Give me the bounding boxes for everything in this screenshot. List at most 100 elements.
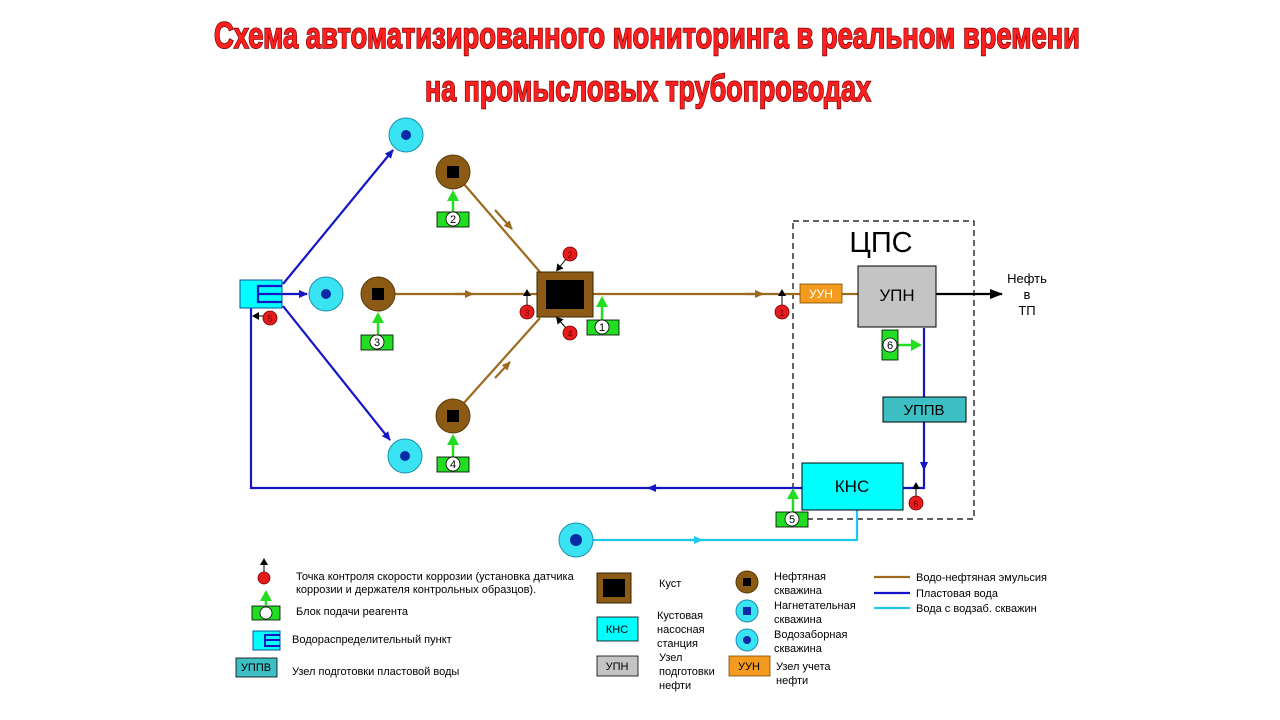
legend-reagent-block-text: Блок подачи реагента <box>296 606 409 618</box>
oil-output-label-3: ТП <box>1018 303 1035 318</box>
legend-cluster-icon <box>596 572 632 604</box>
legend-upn-label: УПН <box>606 661 629 673</box>
formation-water-lines <box>249 149 928 492</box>
legend-kns-label: КНС <box>606 624 628 636</box>
legend-uun-icon <box>728 655 771 677</box>
legend-line-emulsion-text: Водо-нефтяная эмульсия <box>916 572 1047 584</box>
legend-reagent-block-icon <box>251 590 281 621</box>
oil-output-label-1: Нефть <box>1007 271 1047 286</box>
svg-text:2: 2 <box>567 250 572 260</box>
emulsion-line-top-well <box>462 182 541 273</box>
reagent-block-4-number: 4 <box>450 459 456 471</box>
legend-injection-well-text-2: скважина <box>774 614 823 626</box>
legend-line-formation-water-text: Пластовая вода <box>916 588 999 600</box>
legend-intake-well-text-1: Водозаборная <box>774 629 848 641</box>
legend-corrosion-point-text-1: Точка контроля скорости коррозии (устано… <box>296 571 575 583</box>
injection-well-top <box>388 117 424 153</box>
uppv-box <box>882 396 967 423</box>
reagent-arrows <box>372 190 922 512</box>
legend-intake-well-icon <box>735 628 759 652</box>
water-line-to-injection-bottom <box>282 305 391 441</box>
intake-water-lines <box>593 510 859 544</box>
legend-kns-text-2: насосная <box>657 624 705 636</box>
oil-output-label-2: в <box>1024 287 1031 302</box>
corrosion-point-2: 2 <box>556 246 578 272</box>
uun-label: УУН <box>809 287 833 301</box>
legend-intake-well-text-2: скважина <box>774 643 823 655</box>
title-line-1: Схема автоматизированного мониторинга в … <box>214 15 1080 56</box>
corrosion-point-1: 1 <box>774 289 790 320</box>
reagent-block-5: 5 <box>775 511 809 528</box>
legend-kns-text-3: станция <box>657 638 698 650</box>
legend-corrosion-point-text-2: коррозии и держателя контрольных образцо… <box>296 584 536 596</box>
legend: Точка контроля скорости коррозии (устано… <box>235 558 1047 692</box>
svg-text:3: 3 <box>524 308 529 318</box>
water-line-to-injection-top <box>282 149 394 285</box>
uun-box <box>799 283 843 304</box>
reagent-block-3: 3 <box>360 334 394 351</box>
intake-well <box>558 522 594 558</box>
legend-upn-text-2: подготовки <box>659 666 715 678</box>
oil-well-bottom <box>435 398 471 434</box>
legend-oil-well-text-2: скважина <box>774 585 823 597</box>
upn-label: УПН <box>879 286 914 305</box>
corrosion-point-4: 4 <box>556 316 578 341</box>
legend-upn-text-3: нефти <box>659 680 691 692</box>
legend-water-distribution-icon <box>252 630 281 651</box>
cps-label: ЦПС <box>849 227 912 259</box>
legend-uun-text-2: нефти <box>776 675 808 687</box>
uppv-label: УППВ <box>903 402 944 419</box>
oil-well-middle <box>360 276 396 312</box>
injection-well-middle <box>308 276 344 312</box>
upn-box <box>857 265 937 328</box>
legend-uun-label: УУН <box>738 661 760 673</box>
legend-cluster-text: Куст <box>659 578 681 590</box>
reagent-block-6: 6 <box>881 329 899 361</box>
legend-uppv-icon <box>235 657 278 678</box>
legend-oil-well-icon <box>735 570 759 594</box>
legend-injection-well-icon <box>735 599 759 623</box>
corrosion-point-5: 5 <box>252 310 278 326</box>
svg-text:1: 1 <box>779 308 784 318</box>
reagent-block-1-number: 1 <box>599 322 605 334</box>
svg-text:6: 6 <box>913 499 918 509</box>
svg-text:5: 5 <box>267 314 272 324</box>
svg-text:4: 4 <box>567 329 572 339</box>
legend-injection-well-text-1: Нагнетательная <box>774 600 856 612</box>
emulsion-arrow-bottom <box>494 361 511 379</box>
legend-upn-icon <box>596 655 639 677</box>
legend-uun-text-1: Узел учета <box>776 661 831 673</box>
legend-corrosion-point-icon <box>257 558 271 585</box>
water-line-kns-return <box>903 470 926 490</box>
emulsion-line-bottom-well <box>462 317 541 405</box>
cps-boundary <box>792 220 975 520</box>
corrosion-point-6: 6 <box>908 482 924 511</box>
oil-well-top <box>435 154 471 190</box>
legend-water-distribution-text: Водораспределительный пункт <box>292 634 452 646</box>
reagent-block-4: 4 <box>436 456 470 473</box>
reagent-block-2-number: 2 <box>450 214 456 226</box>
injection-well-bottom <box>387 438 423 474</box>
reagent-block-1: 1 <box>586 319 620 336</box>
title-line-2: на промысловых трубопроводах <box>425 68 871 109</box>
corrosion-point-3: 3 <box>519 289 535 320</box>
cluster <box>536 271 594 318</box>
kns-label: КНС <box>835 477 869 496</box>
reagent-block-2: 2 <box>436 211 470 228</box>
legend-line-intake-water-text: Вода с водзаб. скважин <box>916 603 1037 615</box>
legend-kns-icon <box>596 616 639 642</box>
water-distribution-point <box>239 279 283 309</box>
legend-oil-well-text-1: Нефтяная <box>774 571 826 583</box>
emulsion-lines <box>395 182 858 405</box>
legend-kns-text-1: Кустовая <box>657 610 703 622</box>
legend-upn-text-1: Узел <box>659 652 682 664</box>
legend-uppv-text: Узел подготовки пластовой воды <box>292 666 459 678</box>
intake-water-line <box>593 510 859 542</box>
emulsion-arrow-top <box>494 209 513 230</box>
reagent-block-6-number: 6 <box>887 340 893 352</box>
kns-box <box>801 462 904 511</box>
water-line-kns-to-distribution <box>249 306 802 490</box>
reagent-block-5-number: 5 <box>789 514 795 526</box>
reagent-block-3-number: 3 <box>374 337 380 349</box>
